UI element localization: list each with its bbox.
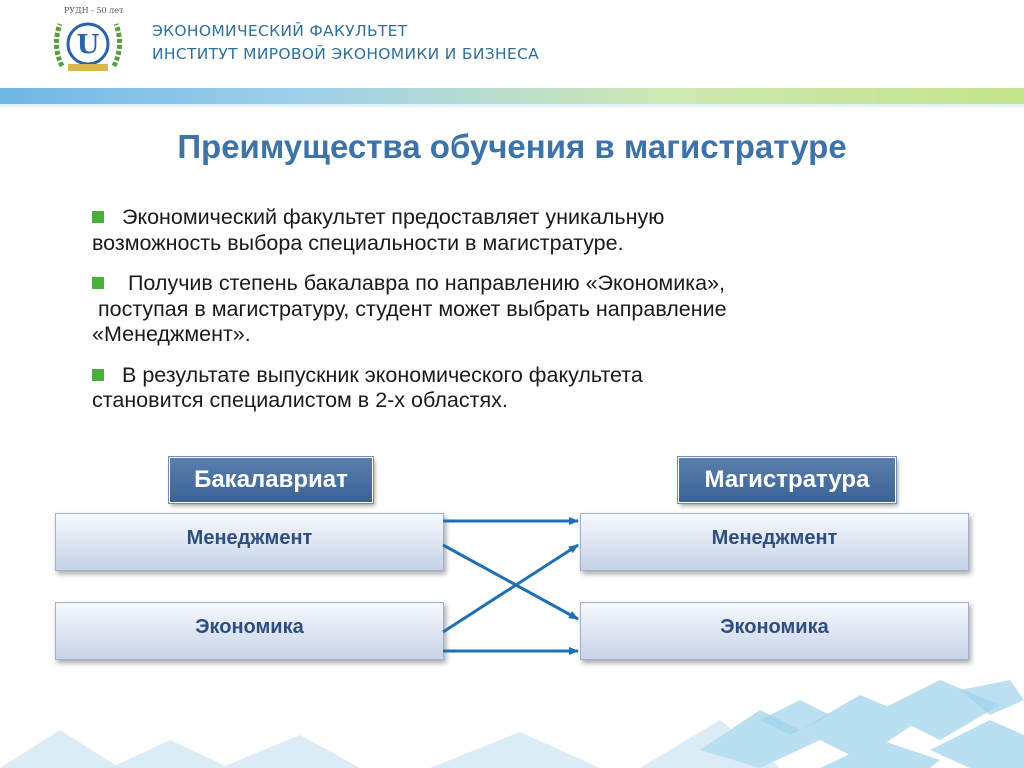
header-band	[0, 88, 1024, 104]
bullet-text: возможность выбора специальности в магис…	[92, 230, 624, 255]
node-label: Менеджмент	[186, 526, 313, 549]
node-label: Экономика	[720, 615, 829, 638]
arrow-economics-management	[442, 543, 579, 634]
institute-name: ИНСТИТУТ МИРОВОЙ ЭКОНОМИКИ И БИЗНЕСА	[152, 45, 540, 63]
bullet-text: «Менеджмент».	[92, 322, 251, 346]
bachelor-header: Бакалавриат	[168, 456, 374, 504]
node-label: Менеджмент	[711, 526, 838, 549]
bullet-text: В результате выпускник экономического фа…	[122, 362, 643, 387]
bullet-text: поступая в магистратуру, студент может в…	[92, 296, 727, 321]
faculty-name: ЭКОНОМИЧЕСКИЙ ФАКУЛЬТЕТ	[152, 22, 408, 40]
svg-text:U: U	[77, 30, 100, 60]
bullet-text: Экономический факультет предоставляет ун…	[122, 205, 665, 229]
logo-text: РУДН - 50 лет	[64, 6, 124, 15]
arrow-management-economics	[442, 543, 579, 621]
header-band-shadow	[0, 104, 1024, 107]
bullet-list: Экономический факультет предоставляет ун…	[92, 205, 922, 429]
rudn-logo-icon: U	[54, 22, 122, 71]
left-node-management: Менеджмент	[55, 513, 444, 571]
right-node-economics: Экономика	[580, 602, 969, 660]
header: U РУДН - 50 лет ЭКОНОМИЧЕСКИЙ ФАКУЛЬТЕТ …	[0, 0, 1024, 88]
master-header: Магистратура	[677, 456, 897, 504]
bullet-text: становится специалистом в 2-х областях.	[92, 388, 508, 412]
decorative-tiles	[0, 680, 1024, 768]
bullet-square-icon	[92, 368, 104, 381]
bullet-item: В результате выпускник экономического фа…	[92, 363, 922, 414]
bullet-square-icon	[92, 277, 104, 289]
slide-title: Преимущества обучения в магистратуре	[177, 128, 847, 165]
bullet-text: Получив степень бакалавра по направлению…	[122, 271, 725, 295]
right-node-management: Менеджмент	[580, 513, 969, 571]
bullet-item: Экономический факультет предоставляет ун…	[92, 205, 922, 256]
bullet-square-icon	[92, 211, 104, 223]
node-label: Экономика	[195, 615, 304, 638]
bullet-item: Получив степень бакалавра по направлению…	[92, 271, 922, 348]
